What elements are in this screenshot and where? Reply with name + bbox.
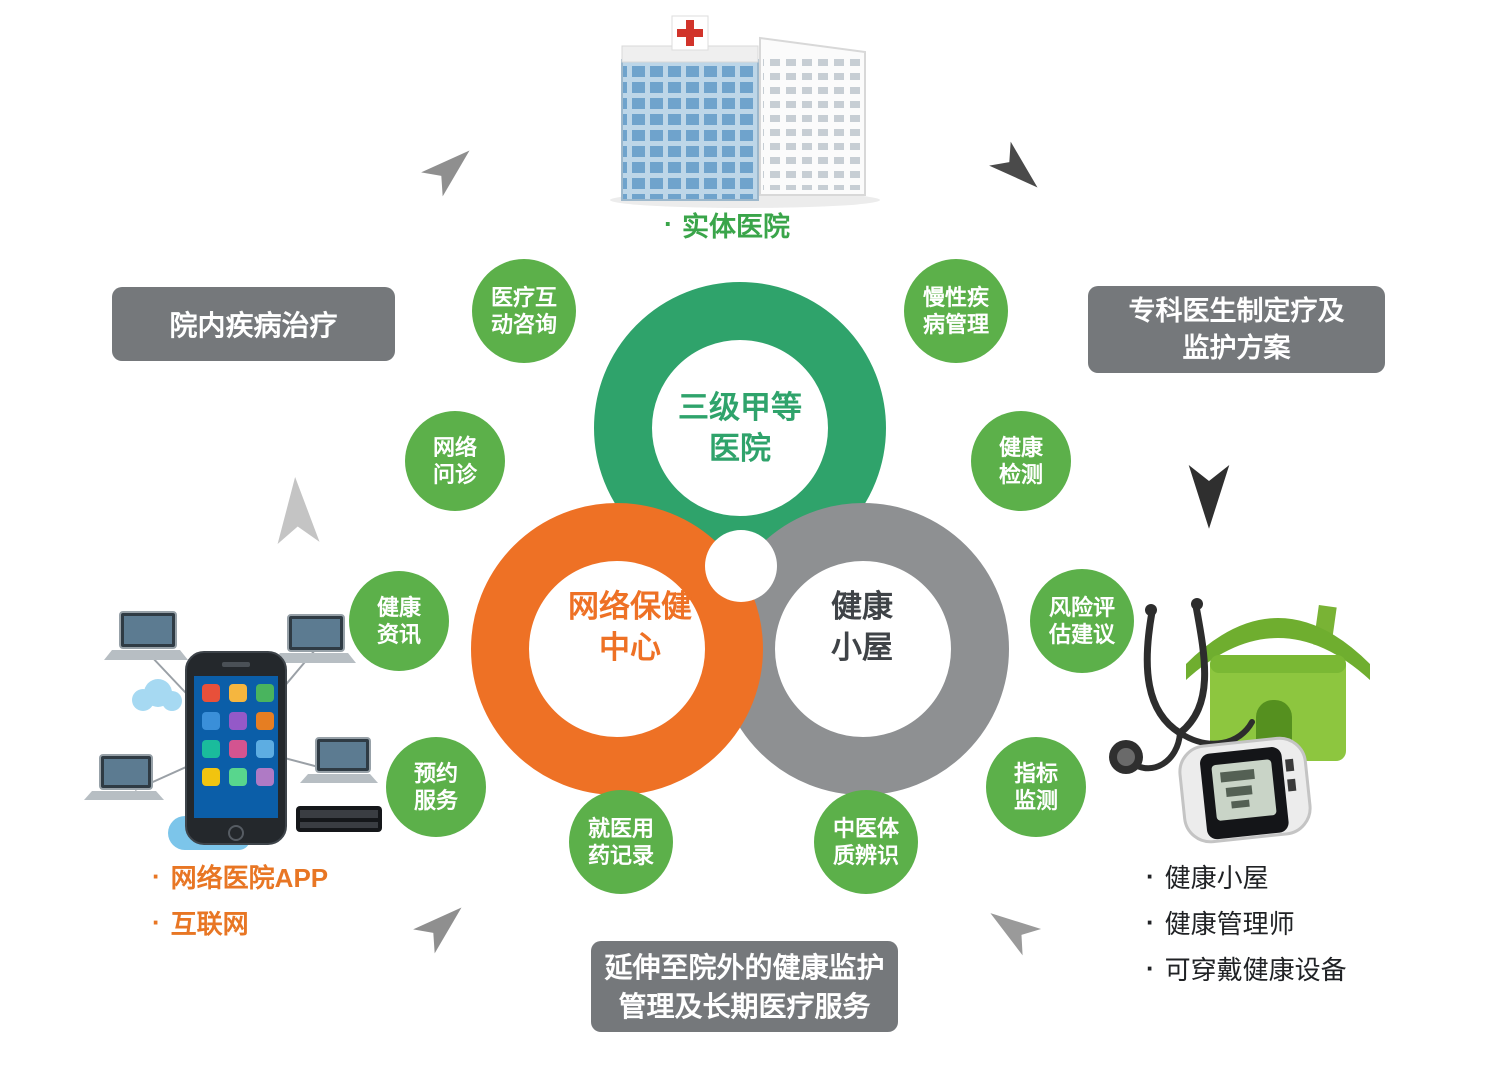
hospital-building-illustration [610,15,880,208]
badge-line: 就医用 [587,815,654,841]
red-cross-icon [677,20,703,46]
badge-line: 预约 [413,760,458,786]
ring-label-line: 小屋 [831,630,893,665]
bullet: · [152,907,161,937]
laptop-icon [84,754,164,800]
note-text: 互联网 [170,909,249,939]
cloud-icon [132,679,182,711]
arrow-middle-left-icon [277,477,320,545]
badge-line: 健康 [998,434,1043,460]
green-house-icon [1186,604,1370,761]
badge-line: 网络 [432,434,477,460]
arrow-middle-right-icon [1188,464,1230,529]
bullet: · [152,861,161,891]
callout-line: 管理及长期医疗服务 [618,990,871,1022]
badge-line: 监测 [1013,788,1058,813]
badge-line: 中医体 [832,815,899,841]
callout-out-of-hospital-care: 延伸至院外的健康监护 管理及长期医疗服务 [591,941,898,1032]
badge-appointment-service: 预约 服务 [386,737,486,837]
badge-medical-interactive-consult: 医疗互 动咨询 [472,259,576,363]
ring-label-line: 中心 [599,630,661,665]
badge-line: 问诊 [432,462,477,487]
ring-label-line: 网络保健 [568,589,692,624]
badge-line: 指标 [1013,760,1058,786]
note-item: · 健康小屋 [1146,858,1347,895]
arrow-top-right-icon [989,141,1038,188]
arrow-bottom-left-icon [413,907,462,954]
badge-chronic-disease-management: 慢性疾 病管理 [904,259,1008,363]
badge-line: 慢性疾 [922,284,989,310]
bullet: · [1146,953,1155,983]
note-text: 可穿戴健康设备 [1164,955,1347,985]
ring-label-health-hut: 健康 小屋 [762,586,962,668]
laptop-icon [104,611,188,660]
badge-line: 资讯 [376,622,421,647]
laptop-icon [300,737,378,783]
arrow-bottom-right-icon [990,913,1042,956]
badge-line: 风险评 [1048,594,1115,620]
ring-label-line: 健康 [831,589,893,624]
badge-risk-assessment-advice: 风险评 估建议 [1030,569,1134,673]
hospital-caption-text: 实体医院 [682,212,790,242]
badge-line: 质辨识 [832,843,899,868]
venn-rings [471,282,1009,795]
note-text: 健康小屋 [1164,863,1269,893]
wrist-bp-monitor-icon [1178,736,1312,844]
badge-line: 估建议 [1048,622,1115,647]
badge-health-information: 健康 资讯 [349,571,449,671]
hospital-caption: · 实体医院 [664,205,790,244]
badge-tcm-constitution-id: 中医体 质辨识 [814,790,918,894]
callout-line: 延伸至院外的健康监护 [604,951,885,983]
callout-specialist-plan: 专科医生制定疗及 监护方案 [1088,286,1385,373]
note-item: · 健康管理师 [1146,904,1347,941]
badge-line: 药记录 [587,843,654,868]
badge-line: 健康 [376,594,421,620]
stethoscope-icon [1109,598,1255,774]
callout-line: 监护方案 [1182,332,1291,363]
callout-line: 专科医生制定疗及 [1128,295,1345,326]
bullet: · [1146,861,1155,891]
badge-line: 动咨询 [490,312,557,337]
ring-label-line: 三级甲等 [678,390,802,425]
callout-line: 院内疾病治疗 [169,310,338,341]
badge-medication-records: 就医用 药记录 [569,790,673,894]
internet-devices-illustration [84,611,382,850]
badge-line: 医疗互 [490,284,557,310]
smartphone-icon [185,651,287,845]
note-item: · 可穿戴健康设备 [1146,950,1347,987]
left-notes: · 网络医院APP · 互联网 [152,858,328,941]
ring-orange [471,503,763,795]
badge-health-check: 健康 检测 [971,411,1071,511]
ring-label-line: 医院 [709,431,771,466]
ring-label-grade3a-hospital: 三级甲等 医院 [640,387,840,469]
badge-line: 服务 [413,788,458,813]
ring-label-network-health-center: 网络保健 中心 [530,586,730,668]
right-notes: · 健康小屋 · 健康管理师 · 可穿戴健康设备 [1146,858,1347,987]
badge-line: 病管理 [922,312,989,337]
note-text: 网络医院APP [170,863,329,893]
badge-online-consultation: 网络 问诊 [405,411,505,511]
laptop-icon [272,614,356,663]
arrow-top-left-icon [421,150,470,197]
keyboard-icon [296,806,382,832]
note-item: · 互联网 [152,904,328,941]
health-hut-illustration [1109,598,1370,844]
bullet: · [664,209,673,239]
callout-in-hospital-treatment: 院内疾病治疗 [112,287,395,361]
flow-arrows [277,141,1230,956]
badge-line: 检测 [998,462,1043,487]
bullet: · [1146,907,1155,937]
badge-indicator-monitoring: 指标 监测 [986,737,1086,837]
note-item: · 网络医院APP [152,858,328,895]
note-text: 健康管理师 [1164,909,1295,939]
